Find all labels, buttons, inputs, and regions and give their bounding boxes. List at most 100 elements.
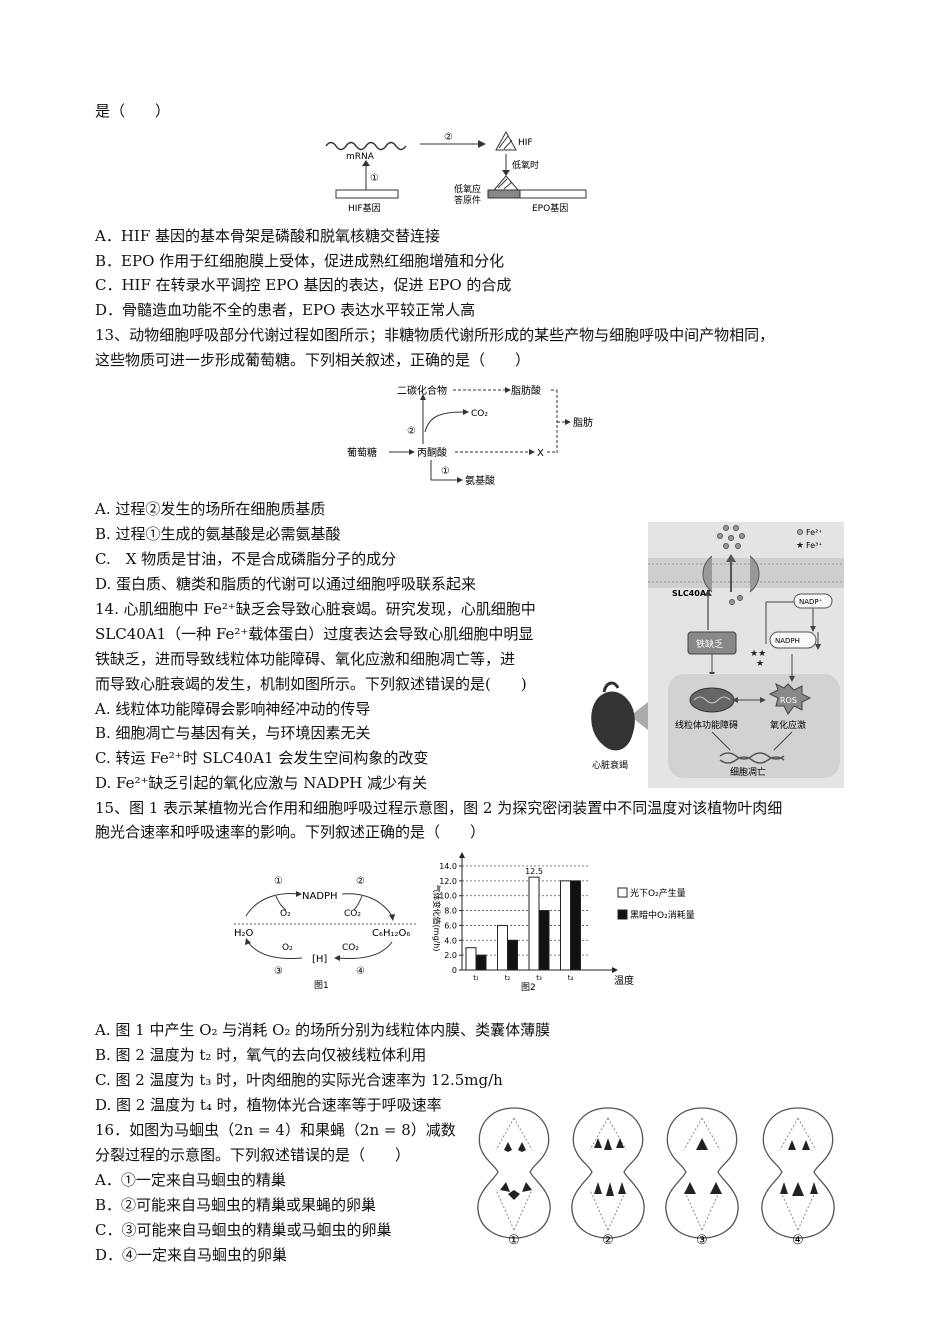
q13-fat: 脂肪 — [573, 416, 593, 429]
q12-option-d: D．骨髓造血功能不全的患者，EPO 表达水平较正常人高 — [95, 301, 476, 319]
q15-fig1-h: [H] — [312, 954, 327, 965]
q14-mitochondria-dysfunction: 线粒体功能障碍 — [675, 719, 738, 731]
q15-option-a: A. 图 1 中产生 O₂ 与消耗 O₂ 的场所分别为线粒体内膜、类囊体薄膜 — [95, 1021, 551, 1039]
q14-fe3-legend: Fe³⁺ — [806, 541, 823, 550]
chart-caption: 图2 — [521, 982, 536, 992]
chart-y-tick-label: 12.0 — [439, 877, 457, 886]
chart-y-tick-label: 4.0 — [444, 936, 457, 945]
q16-label-1: ① — [508, 1233, 520, 1248]
q12-element-label-2: 答原件 — [454, 194, 481, 206]
q15-fig1-circle3: ③ — [274, 966, 283, 977]
q16-option-c: C．③可能来自马蛔虫的精巢或马蛔虫的卵巢 — [95, 1221, 392, 1239]
q13-stem-line-2: 这些物质可进一步形成葡萄糖。下列相关叙述，正确的是（ ） — [95, 351, 531, 369]
chart-legend-swatch — [617, 887, 628, 898]
chart-y-tick-label: 6.0 — [444, 921, 457, 930]
chart-x-tick-label: t₄ — [568, 974, 574, 982]
q13-amino-acid: 氨基酸 — [465, 474, 495, 487]
chart-bar-dark — [507, 939, 518, 971]
q12-figure: mRNA ① HIF基因 ② HIF 低氧时 低氧应 答原件 EPO基因 — [325, 130, 587, 214]
q15-figure1: ① ② NADPH O₂ CO₂ H₂O C₆H₁₂O₆ [H] O₂ CO₂ … — [234, 876, 418, 990]
q13-option-c: C. X 物质是甘油，不是合成磷脂分子的成分 — [95, 550, 397, 568]
chart-y-tick-label: 2.0 — [444, 951, 457, 960]
q15-fig1-caption: 图1 — [314, 980, 329, 990]
q15-fig1-o2-top: O₂ — [280, 909, 291, 919]
chart-legend-label: 黑暗中O₂消耗量 — [630, 909, 695, 921]
q12-step1: ① — [370, 173, 379, 184]
q14-apoptosis: 细胞凋亡 — [730, 766, 766, 778]
chart-legend-label: 光下O₂产生量 — [630, 887, 686, 899]
q15-stem-line-1: 15、图 1 表示某植物光合作用和细胞呼吸过程示意图，图 2 为探究密闭装置中不… — [95, 799, 783, 817]
q16-label-4: ④ — [792, 1233, 804, 1248]
q14-stem-line-3: 铁缺乏，进而导致线粒体功能障碍、氧化应激和细胞凋亡等，进 — [95, 650, 516, 668]
q15-fig1-co2-top: CO₂ — [344, 909, 361, 919]
q15-fig1-nadph: NADPH — [302, 891, 338, 902]
svg-text:★: ★ — [796, 541, 804, 551]
chart-y-axis-arrow — [459, 852, 465, 858]
chart-y-tick-label: 0 — [452, 966, 457, 975]
chart-y-tick-label: 14.0 — [439, 862, 457, 871]
q14-option-a: A. 线粒体功能障碍会影响神经冲动的传导 — [95, 700, 371, 718]
q16-option-b: B．②可能来自马蛔虫的精巢或果蝇的卵巢 — [95, 1196, 377, 1214]
q14-stem-line-2: SLC40A1（一种 Fe²⁺载体蛋白）过度表达会导致心肌细胞中明显 — [95, 625, 534, 643]
q13-option-b: B. 过程①生成的氨基酸是必需氨基酸 — [95, 525, 341, 543]
q13-fatty-acid: 脂肪酸 — [511, 384, 541, 397]
chart-x-tick-label: t₃ — [536, 974, 542, 982]
q13-step1: ① — [441, 466, 450, 477]
q12-mrna-label: mRNA — [346, 152, 375, 162]
q14-stem-line-1: 14. 心肌细胞中 Fe²⁺缺乏会导致心脏衰竭。研究发现，心肌细胞中 — [95, 600, 536, 618]
q16-cell-division-figure: ① ② ③ ④ — [477, 1107, 835, 1248]
q15-fig1-o2-bottom: O₂ — [282, 943, 293, 953]
q15-fig1-glucose: C₆H₁₂O₆ — [372, 928, 410, 939]
chart-legend-swatch — [617, 909, 628, 920]
chart-x-tick-label: t₁ — [473, 974, 479, 982]
q15-fig1-circle2: ② — [356, 876, 365, 887]
chart-bar-light — [528, 876, 540, 971]
q15-option-d: D. 图 2 温度为 t₄ 时，植物体光合速率等于呼吸速率 — [95, 1096, 442, 1114]
q14-nadp: NADP⁺ — [799, 598, 823, 606]
q13-glucose: 葡萄糖 — [347, 446, 377, 459]
q14-stem-line-4: 而导致心脏衰竭的发生，机制如图所示。下列叙述错误的是( ) — [95, 675, 527, 693]
q12-hif-label: HIF — [518, 138, 533, 148]
q15-fig1-circle4: ④ — [356, 966, 365, 977]
q16-label-3: ③ — [696, 1233, 708, 1248]
q15-fig1-circle1: ① — [274, 876, 283, 887]
q12-element-label-1: 低氧应 — [454, 183, 481, 195]
chart-y-tick-label: 8.0 — [444, 907, 457, 916]
q12-option-b: B．EPO 作用于红细胞膜上受体，促进成熟红细胞增殖和分化 — [95, 252, 505, 270]
chart-bar-light — [497, 924, 508, 971]
chart-y-tick-label: 10.0 — [439, 892, 457, 901]
q13-co2: CO₂ — [471, 409, 488, 419]
q12-stem-tail: 是（ ） — [95, 102, 171, 120]
q13-figure: 二碳化合物 脂肪酸 脂肪 CO₂ ② 葡萄糖 丙酮酸 X ① 氨基酸 — [347, 384, 593, 487]
q14-nadph: NADPH — [775, 637, 800, 645]
chart-x-label: 温度 — [614, 974, 634, 987]
q13-option-a: A. 过程②发生的场所在细胞质基质 — [95, 500, 326, 518]
q16-label-2: ② — [602, 1233, 614, 1248]
q14-option-c: C. 转运 Fe²⁺时 SLC40A1 会发生空间构象的改变 — [95, 749, 429, 767]
q13-two-carbon: 二碳化合物 — [397, 384, 447, 397]
q16-stem-line-1: 16．如图为马蛔虫（2n = 4）和果蝇（2n = 8）减数 — [95, 1121, 456, 1139]
q15-option-c: C. 图 2 温度为 t₃ 时，叶肉细胞的实际光合速率为 12.5mg/h — [95, 1071, 503, 1089]
q14-mechanism-figure: Fe²⁺ ★ Fe³⁺ SLC40A1 NADP⁺ NADPH 铁缺乏 ★★ ★… — [591, 522, 844, 788]
q13-option-d: D. 蛋白质、糖类和脂质的代谢可以通过细胞呼吸联系起来 — [95, 575, 477, 593]
q14-slc-label: SLC40A1 — [672, 589, 712, 598]
q16-option-a: A．①一定来自马蛔虫的精巢 — [95, 1171, 286, 1189]
q12-step2: ② — [444, 132, 453, 143]
svg-text:★★: ★★ — [750, 649, 766, 659]
q14-fe2-legend: Fe²⁺ — [806, 528, 823, 537]
q13-x: X — [537, 448, 544, 459]
chart-y-label: 气体变化值(mg/h) — [432, 885, 442, 952]
q14-ros: ROS — [780, 696, 797, 705]
q15-fig1-h2o: H₂O — [234, 928, 254, 939]
q14-option-d: D. Fe²⁺缺乏引起的氧化应激与 NADPH 减少有关 — [95, 774, 428, 792]
chart-bar-light — [465, 947, 477, 971]
q15-fig1-co2-bottom: CO₂ — [342, 943, 359, 953]
chart-bar-dark — [538, 910, 550, 971]
q12-option-a: A．HIF 基因的基本骨架是磷酸和脱氧核糖交替连接 — [95, 227, 441, 245]
q16-stem-line-2: 分裂过程的示意图。下列叙述错误的是（ ） — [95, 1146, 411, 1164]
q14-oxidative-stress: 氧化应激 — [770, 719, 806, 731]
q15-option-b: B. 图 2 温度为 t₂ 时，氧气的去向仅被线粒体利用 — [95, 1046, 427, 1064]
chart-annotation: 12.5 — [525, 867, 543, 876]
q12-epo-gene-label: EPO基因 — [532, 202, 568, 214]
